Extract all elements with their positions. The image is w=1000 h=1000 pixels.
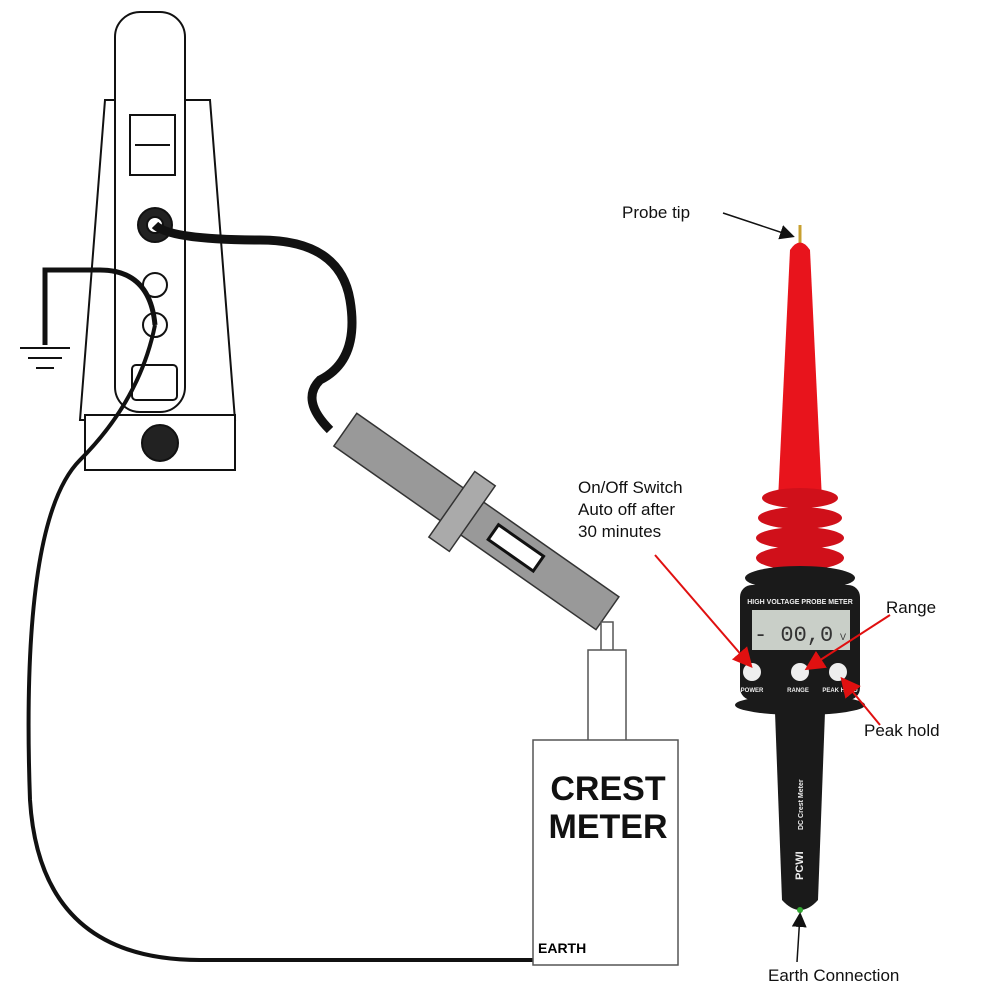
probe-tip-arrow [722,212,795,240]
crest-meter-box [532,621,679,966]
power-button[interactable] [743,663,761,681]
range-arrow [804,614,891,671]
range-label: Range [886,598,937,617]
model-label: DC Crest Meter [798,779,805,830]
brand-logo: PCWI [794,851,806,880]
on-off-arrow [654,554,753,669]
range-button[interactable] [791,663,809,681]
on-off-label-1: On/Off Switch [578,478,683,497]
meter-header: HIGH VOLTAGE PROBE METER [747,599,853,606]
earth-connection-label: Earth Connection [768,966,900,985]
peak-hold-button[interactable] [829,663,847,681]
range-button-label: RANGE [787,688,809,694]
on-off-label-2: Auto off after [578,500,676,519]
earth-cable [26,324,535,962]
hv-cable [151,221,357,434]
peak-hold-arrow [840,676,881,726]
power-button-label: POWER [741,688,764,694]
probe-meter: HIGH VOLTAGE PROBE METER - 00,0 V POWER … [735,225,865,913]
peak-button-label: PEAK HOLD [822,688,858,694]
probe-tip-label: Probe tip [622,203,691,222]
hv-test-set [78,11,237,471]
hv-connector [332,412,620,631]
ground-icon [20,267,158,369]
crest-title-line2: METER [548,808,668,846]
lcd-unit: V [840,632,846,642]
earth-arrow [791,912,807,963]
crest-earth-label: EARTH [538,940,587,956]
lcd-reading: - 00,0 [754,623,833,648]
on-off-label-3: 30 minutes [578,522,662,541]
crest-meter-title: CREST METER [533,770,683,846]
peak-hold-label: Peak hold [864,721,940,740]
crest-title-line1: CREST [550,770,666,808]
